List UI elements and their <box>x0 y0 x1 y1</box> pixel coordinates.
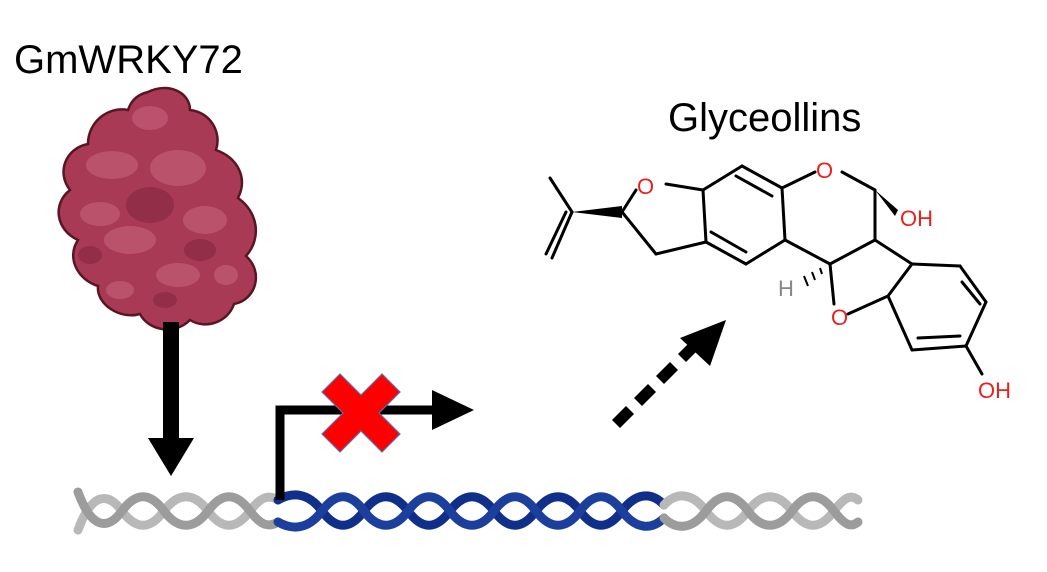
dna-strand-mid-b <box>273 492 669 532</box>
dna-strand-left-b <box>73 487 283 530</box>
atom-oh-lower: OH <box>978 378 1011 403</box>
atom-h: H <box>778 276 794 301</box>
dna-helix-icon <box>73 487 863 535</box>
dotted-arrow-icon <box>612 320 726 428</box>
protein-label: GmWRKY72 <box>14 38 243 82</box>
glyceollin-structure-icon: O O O OH OH H <box>544 158 1011 403</box>
protein-blob-icon <box>57 86 258 331</box>
dna-strand-mid-a <box>273 490 669 530</box>
atom-o-pyran: O <box>816 158 833 183</box>
atom-o-benzofuran: O <box>831 305 848 330</box>
down-arrow-icon <box>148 322 194 476</box>
promoter-arrow-icon <box>275 390 474 500</box>
atom-o-furan: O <box>637 174 654 199</box>
dna-strand-right-b <box>659 492 863 531</box>
product-label: Glyceollins <box>668 96 862 140</box>
block-x-icon <box>321 373 401 453</box>
atom-oh-upper: OH <box>900 206 933 231</box>
